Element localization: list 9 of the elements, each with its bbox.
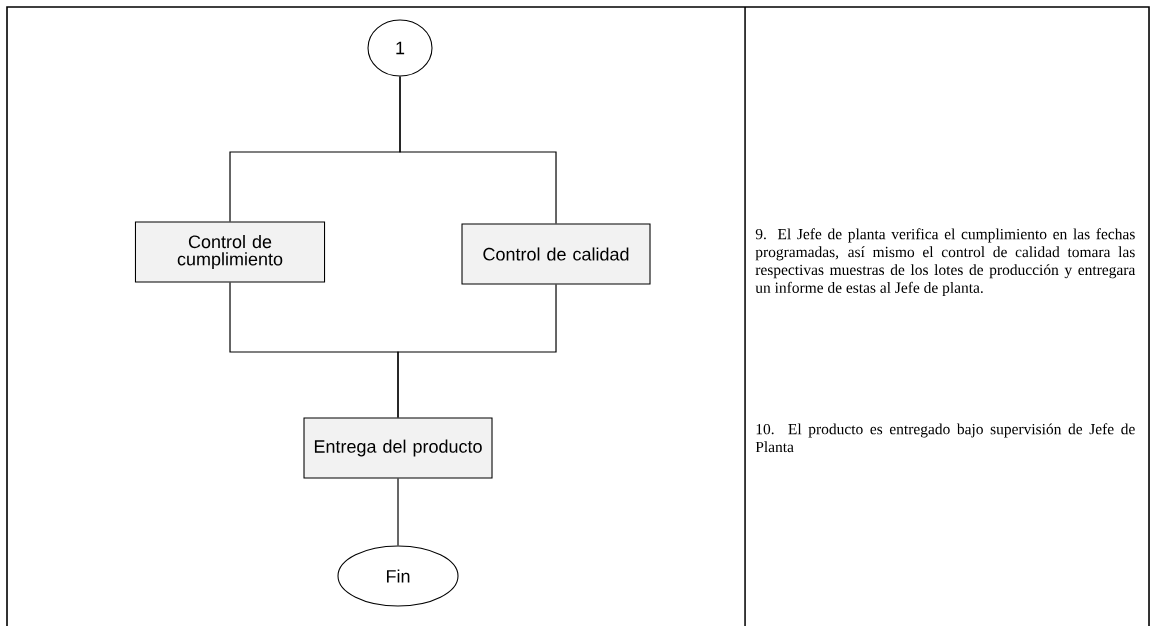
step-description: 9. El Jefe de planta verifica el cumplimiento en las fechas programadas, así mismo el control de calidad tomara las respectivas muestras de los lotes de producción y entregara un informe de estas al Jefe de planta.: [755, 228, 1136, 297]
terminal-oval: Fin: [337, 545, 459, 607]
step-description: 10. El producto es entregado bajo supervisión de Jefe de Planta: [755, 423, 1135, 453]
connector-line: [397, 477, 399, 547]
process-box: Entrega del producto: [303, 417, 493, 479]
connector-line: [399, 75, 557, 225]
process-box: Control de calidad: [461, 223, 651, 285]
process-box: Control de cumplimiento: [134, 221, 326, 283]
connector-line: [397, 283, 557, 419]
